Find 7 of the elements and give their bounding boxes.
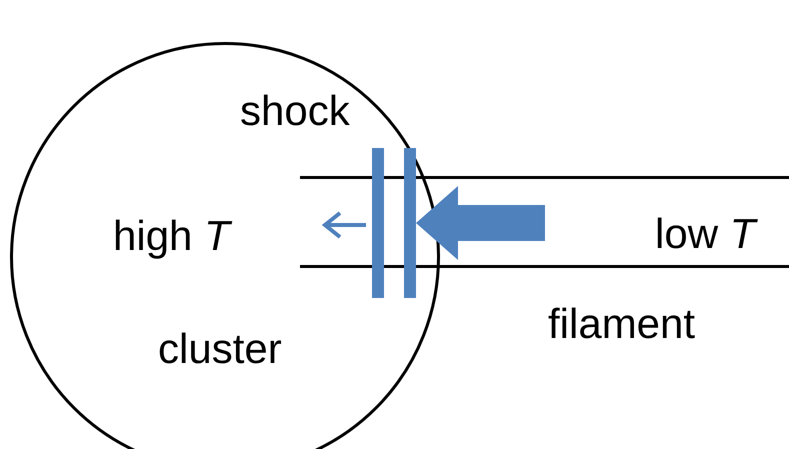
filament-label: filament <box>548 303 696 345</box>
shock-label: shock <box>240 90 350 132</box>
cluster-circle <box>10 42 440 449</box>
cluster-label: cluster <box>158 328 282 370</box>
block-arrow <box>416 186 545 260</box>
filament-temperature-label: low T <box>655 213 756 255</box>
cluster-temperature-label: high T <box>113 215 230 257</box>
